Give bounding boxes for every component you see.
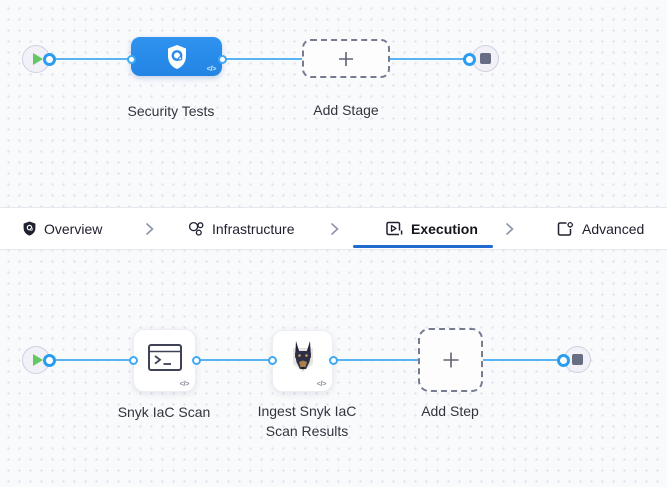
play-icon [32, 53, 43, 65]
shield-gear-icon [23, 221, 36, 236]
edge-stage-to-addstage [222, 58, 302, 60]
security-shield-icon [165, 44, 189, 70]
stage-port-right[interactable] [218, 55, 227, 64]
edge-snyk-to-ingest [196, 359, 273, 361]
step-end-connector[interactable] [557, 354, 570, 367]
add-step-button[interactable] [418, 328, 483, 392]
snyk-port-right[interactable] [192, 356, 201, 365]
tab-advanced[interactable]: Advanced [557, 208, 644, 249]
chevron-right-icon [145, 222, 154, 236]
step-label-snyk: Snyk IaC Scan [117, 404, 211, 420]
stage-port-left[interactable] [127, 55, 136, 64]
add-stage-label: Add Stage [313, 102, 379, 118]
step-start-connector[interactable] [43, 354, 56, 367]
stop-icon [572, 354, 583, 365]
snyk-port-left[interactable] [129, 356, 138, 365]
edge-addstep-to-end [483, 359, 560, 361]
tab-label: Infrastructure [212, 220, 295, 237]
active-tab-underline [353, 245, 493, 248]
plus-icon [441, 350, 461, 370]
ingest-port-left[interactable] [268, 356, 277, 365]
doberman-icon [287, 340, 319, 376]
tab-label: Overview [44, 220, 103, 237]
plus-icon [337, 50, 355, 68]
step-ingest-snyk-results[interactable]: </> [272, 330, 333, 392]
edge-start-to-stage [49, 58, 131, 60]
edge-addstage-to-end [390, 58, 466, 60]
ingest-port-right[interactable] [329, 356, 338, 365]
stage-security-tests[interactable]: </> [131, 37, 222, 76]
step-label-ingest: Ingest Snyk IaC Scan Results [257, 403, 357, 439]
square-gear-icon [557, 221, 574, 237]
stage-graph-end-node[interactable] [472, 45, 499, 72]
code-badge: </> [316, 379, 327, 388]
tab-label: Advanced [582, 220, 645, 237]
chevron-right-icon [505, 222, 514, 236]
chevron-right-icon [330, 222, 339, 236]
stage-label: Security Tests [127, 103, 215, 119]
stop-icon [480, 53, 491, 64]
edge-ingest-to-addstep [333, 359, 418, 361]
play-icon [32, 354, 43, 366]
stage-tabbar: Overview Infrastructure [0, 207, 667, 250]
add-step-label: Add Step [421, 403, 479, 419]
stage-start-connector[interactable] [43, 53, 56, 66]
terminal-icon [147, 344, 182, 371]
edge-start-to-snyk [49, 359, 133, 361]
tab-infrastructure[interactable]: Infrastructure [188, 208, 294, 249]
tab-execution[interactable]: Execution [386, 208, 478, 249]
stage-end-connector[interactable] [463, 53, 476, 66]
code-badge: </> [206, 64, 217, 73]
cluster-icon [188, 221, 204, 237]
play-square-icon [386, 221, 403, 236]
tab-label: Execution [411, 220, 478, 237]
step-snyk-iac-scan[interactable]: </> [133, 329, 196, 392]
code-badge: </> [179, 379, 190, 388]
tab-overview[interactable]: Overview [23, 208, 102, 249]
add-stage-button[interactable] [302, 39, 390, 78]
